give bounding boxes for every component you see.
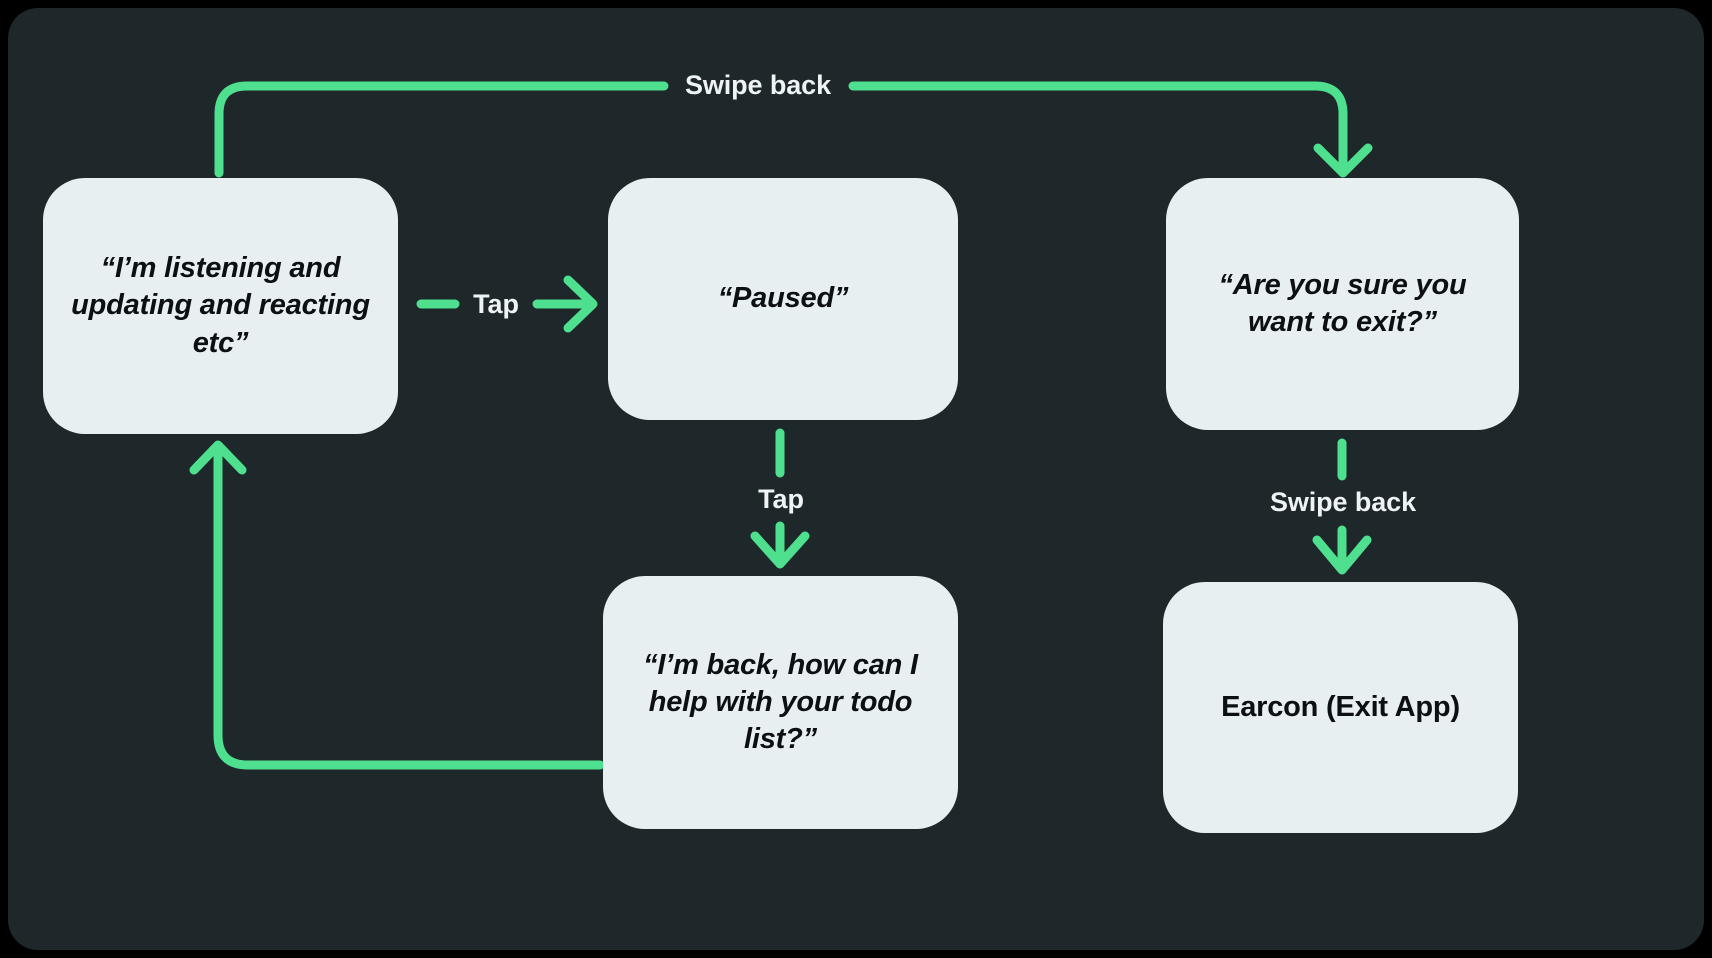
edge-listening-to-paused-arrowhead (563, 275, 598, 333)
node-confirm-label: “Are you sure you want to exit?” (1218, 268, 1467, 338)
node-earcon-label: Earcon (Exit App) (1221, 690, 1460, 723)
node-back[interactable]: “I’m back, how can I help with your todo… (603, 576, 958, 829)
edge-confirm-to-earcon-arrowhead (1312, 535, 1372, 575)
node-paused[interactable]: “Paused” (608, 178, 958, 420)
node-confirm[interactable]: “Are you sure you want to exit?” (1166, 178, 1519, 430)
node-back-label: “I’m back, how can I help with your todo… (643, 648, 918, 756)
edge-label-tap-listening-to-paused: Tap (473, 289, 519, 319)
edge-listening-to-confirm-line-2 (848, 81, 1348, 173)
node-earcon[interactable]: Earcon (Exit App) (1163, 582, 1518, 833)
edge-listening-to-confirm-line (214, 81, 669, 178)
edge-label-swipe-back-top: Swipe back (684, 70, 832, 100)
edge-label-swipe-back-confirm-to-earcon: Swipe back (1269, 487, 1417, 517)
node-paused-label: “Paused” (717, 282, 849, 315)
edge-label-tap-paused-to-back: Tap (758, 484, 804, 514)
edge-back-to-listening-arrowhead (189, 440, 247, 475)
edge-listening-to-confirm-arrowhead (1313, 143, 1373, 178)
edge-back-to-listening-line (213, 445, 605, 770)
edge-paused-to-back-arrowhead (750, 531, 810, 569)
node-listening-label: “I’m listening and updating and reacting… (71, 252, 370, 359)
diagram-canvas: “I’m listening and updating and reacting… (8, 8, 1704, 950)
node-listening[interactable]: “I’m listening and updating and reacting… (43, 178, 398, 434)
